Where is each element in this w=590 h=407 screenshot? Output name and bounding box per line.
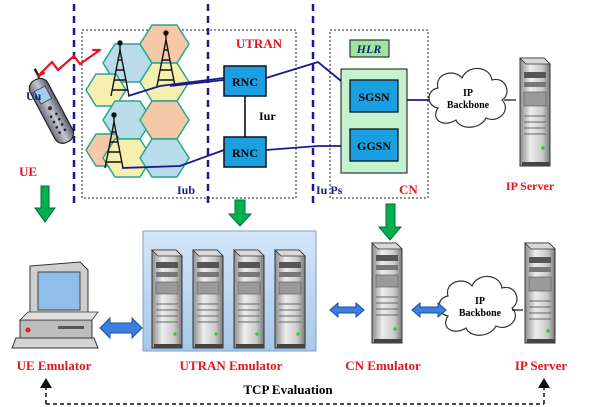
cloud-icon bbox=[438, 275, 518, 336]
arrow-ue-down bbox=[34, 185, 56, 223]
mapping-arrows bbox=[34, 185, 403, 241]
utran-label: UTRAN bbox=[236, 36, 283, 51]
sgsn-label: SGSN bbox=[358, 90, 390, 104]
ip-backbone-bottom-line2: Backbone bbox=[459, 308, 502, 319]
ip-server-top-label: IP Server bbox=[506, 179, 555, 193]
desktop-computer-icon bbox=[11, 261, 99, 349]
radio-link bbox=[36, 48, 102, 78]
iub-links bbox=[121, 77, 225, 169]
iur-label: Iur bbox=[259, 109, 276, 123]
cell-hex bbox=[139, 138, 190, 178]
ip-server-bottom-label: IP Server bbox=[515, 358, 568, 373]
ue-emulator-label: UE Emulator bbox=[17, 358, 92, 373]
server-rack-icon bbox=[524, 242, 556, 344]
hlr-label: HLR bbox=[356, 42, 382, 56]
ip-backbone-top-line2: Backbone bbox=[447, 100, 490, 111]
server-rack-icon bbox=[274, 249, 306, 349]
rnc-bottom-box bbox=[223, 136, 267, 168]
iub-label: Iub bbox=[177, 183, 195, 197]
server-rack-icon bbox=[371, 242, 403, 344]
cn-emulator-label: CN Emulator bbox=[345, 358, 421, 373]
sgsn-box bbox=[349, 79, 399, 113]
hlr-box bbox=[349, 39, 390, 58]
bracket-arrowhead-right bbox=[538, 378, 550, 388]
cloud-icon bbox=[428, 67, 508, 128]
uu-label: Uu bbox=[26, 89, 42, 103]
antenna-tower-icon bbox=[110, 40, 130, 97]
rnc-top-label: RNC bbox=[232, 75, 258, 89]
ggsn-box bbox=[349, 128, 399, 162]
cn-label: CN bbox=[399, 182, 418, 197]
interface-dividers bbox=[72, 4, 315, 208]
cn-boundary bbox=[329, 29, 429, 199]
server-rack-icon bbox=[233, 249, 265, 349]
bracket-arrowhead-left bbox=[40, 378, 52, 388]
ue-label: UE bbox=[19, 164, 37, 179]
cell-hex bbox=[139, 100, 190, 140]
arrow-ue-utran bbox=[99, 316, 143, 340]
tcp-label-backdrop bbox=[228, 381, 348, 397]
ip-backbone-bottom-line1: IP bbox=[475, 296, 485, 307]
server-rack-icon bbox=[151, 249, 183, 349]
antenna-tower-icon bbox=[156, 30, 176, 87]
arrow-utran-down bbox=[227, 199, 253, 227]
ip-backbone-top-line1: IP bbox=[463, 88, 473, 99]
link-arrows bbox=[99, 301, 447, 340]
cell-hexagons bbox=[85, 24, 190, 178]
utran-emulator-label: UTRAN Emulator bbox=[180, 358, 283, 373]
arrow-utran-cn bbox=[329, 301, 365, 319]
server-rack-icon bbox=[519, 57, 551, 167]
antenna-tower-icon bbox=[104, 112, 124, 169]
tcp-evaluation-label: TCP Evaluation bbox=[243, 382, 333, 397]
rnc-bottom-label: RNC bbox=[232, 146, 258, 160]
iu-links bbox=[265, 60, 353, 151]
server-rack-icon bbox=[192, 249, 224, 349]
mobile-phone-icon bbox=[28, 68, 75, 144]
iu-ps-label: Iu Ps bbox=[316, 183, 343, 197]
arrow-cn-down bbox=[377, 203, 403, 241]
ggsn-label: GGSN bbox=[357, 139, 391, 153]
arrow-cn-backbone bbox=[411, 301, 447, 319]
utran-boundary bbox=[81, 29, 297, 199]
